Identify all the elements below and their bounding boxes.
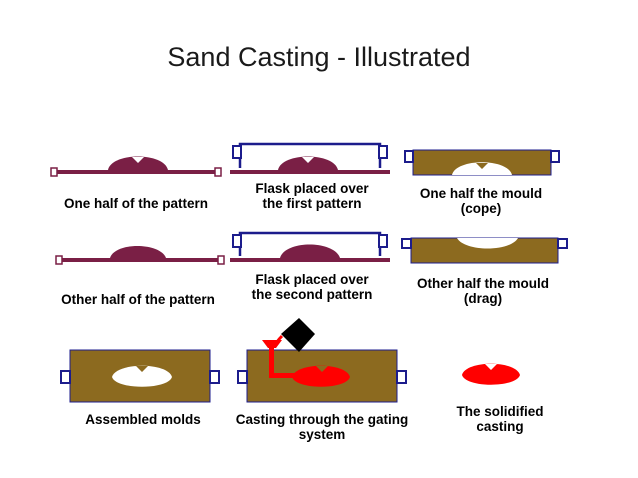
flask-lug-left [401,238,412,249]
pouring-basin [262,340,282,348]
caption-line: (cope) [460,201,502,216]
ladle-icon [281,318,315,352]
mould-cavity [452,162,512,175]
pattern-board [60,258,220,262]
flask-lug-right [378,145,388,159]
caption-step-3: One half the mould (cope) [396,186,566,216]
flask-lug-left [60,370,71,384]
pattern-shape [280,244,340,258]
caption-step-4: Other half of the pattern [40,292,236,307]
flask-lug-right [550,150,560,163]
flask-lug-right [396,370,407,384]
caption-line: casting [476,419,524,434]
caption-line: Assembled molds [85,412,201,427]
board-end-right [217,255,225,265]
solidified-casting [462,363,520,385]
pattern-shape [108,156,168,170]
caption-line: the first pattern [262,196,362,211]
caption-line: (drag) [463,291,503,306]
flask-lug-right [378,234,388,248]
slide-title: Sand Casting - Illustrated [167,42,471,72]
pattern-half-drag [55,246,225,265]
drag-mould [401,237,568,264]
flask-lug-left [232,145,242,159]
caption-line: Other half of the pattern [61,292,215,307]
caption-line: One half the mould [419,186,543,201]
board-end-right [214,167,222,177]
pattern-shape [278,156,338,170]
flask-over-second-pattern [230,231,390,262]
caption-line: the second pattern [251,287,373,302]
caption-step-6: Other half the mould (drag) [398,276,568,306]
flask-lug-right [557,238,568,249]
flask-lug-right [209,370,220,384]
flask-over-first-pattern [230,142,390,174]
runner [269,373,297,378]
board-end-left [50,167,58,177]
flask-lug-left [237,370,248,384]
assembled-molds [60,349,220,403]
molten-metal-casting [292,365,350,387]
caption-line: system [298,427,346,442]
flask-lug-left [232,234,242,248]
board-end-left [55,255,63,265]
caption-step-5: Flask placed over the second pattern [222,272,402,302]
caption-step-7: Assembled molds [58,412,228,427]
caption-line: Flask placed over [255,272,369,287]
sprue [269,346,274,376]
mould-cavity [112,365,172,387]
cope-mould [404,149,560,176]
caption-step-8: Casting through the gating system [222,412,422,442]
pattern-shape [110,246,166,258]
pattern-board [230,170,390,174]
caption-line: Flask placed over [255,181,369,196]
caption-line: Other half the mould [416,276,549,291]
pattern-half-cope [50,156,222,177]
pattern-board [53,170,219,174]
caption-step-2: Flask placed over the first pattern [222,181,402,211]
caption-line: The solidified [456,404,544,419]
mould-cavity [457,238,518,249]
flask-lug-left [404,150,414,163]
casting-through-gating [237,318,407,403]
pattern-board [230,258,390,262]
caption-line: Casting through the gating [235,412,409,427]
caption-step-1: One half of the pattern [46,196,226,211]
casting-shape [462,363,520,385]
caption-line: One half of the pattern [63,196,208,211]
caption-step-9: The solidified casting [430,404,570,434]
